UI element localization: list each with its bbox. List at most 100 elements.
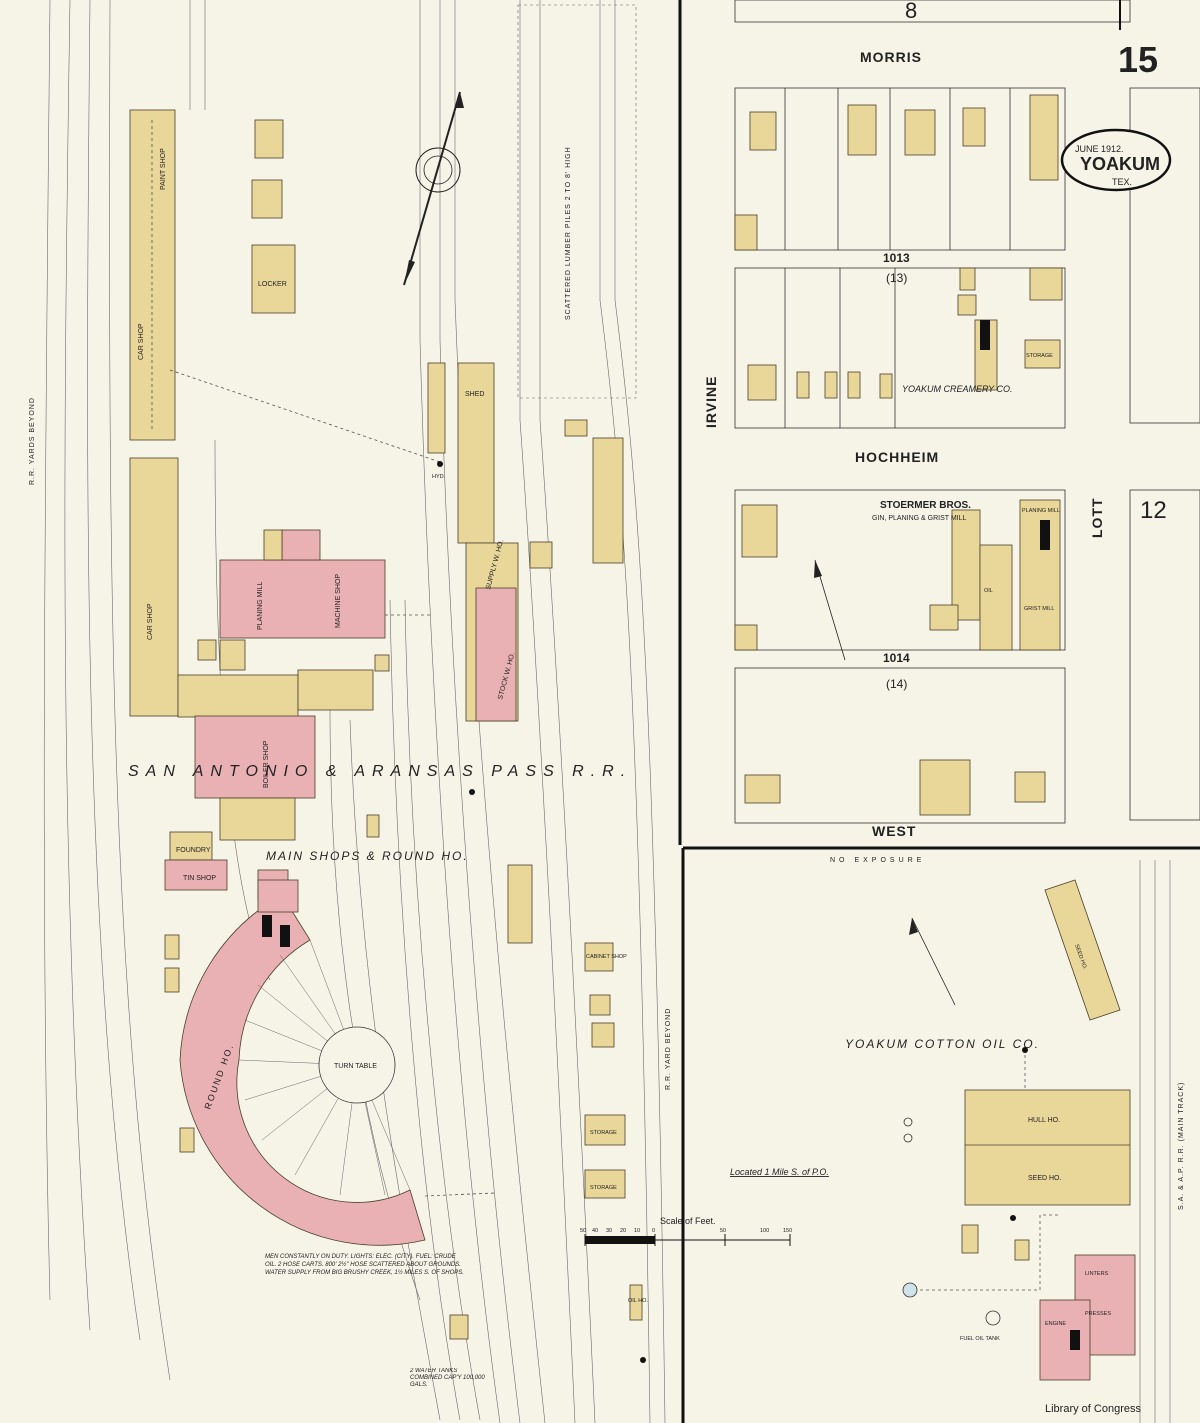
linters-label: LINTERS <box>1085 1271 1109 1277</box>
storage-2-label: STORAGE <box>590 1185 617 1191</box>
oil-label: OIL <box>984 588 993 594</box>
machine-shop-label: MACHINE SHOP <box>335 574 342 628</box>
seed-ho-label: SEED HO. <box>1028 1175 1062 1182</box>
hydrant-label: HYD. <box>432 474 446 480</box>
engine-label: ENGINE <box>1045 1321 1066 1327</box>
block-1013-sub: (13) <box>886 271 907 285</box>
title-town: YOAKUM <box>1080 154 1160 174</box>
block-1013 <box>734 267 1066 429</box>
fuel-oil-tank-label: FUEL OIL TANK <box>960 1336 1000 1342</box>
seed-house-building <box>1044 879 1121 1021</box>
boiler-shop-building <box>194 715 316 799</box>
locker-building <box>251 244 296 314</box>
cotton-oil-label: YOAKUM COTTON OIL CO. <box>845 1037 1040 1051</box>
boiler-shop-label: BOILER SHOP <box>263 740 270 788</box>
roundhouse <box>179 879 426 1246</box>
creamery-label: YOAKUM CREAMERY CO. <box>902 384 1013 394</box>
stoermer-sub-label: GIN, PLANING & GRIST MILL <box>872 515 967 522</box>
car-shop-building <box>129 109 176 441</box>
location-note: Located 1 Mile S. of P.O. <box>730 1167 829 1177</box>
railroad-note: MEN CONSTANTLY ON DUTY. LIGHTS: ELEC. (C… <box>265 1254 464 1276</box>
hull-ho-label: HULL HO. <box>1028 1117 1060 1124</box>
turntable-label: TURN TABLE <box>334 1063 377 1070</box>
scale-tick: 10 <box>634 1228 640 1234</box>
foundry-label: FOUNDRY <box>176 847 211 854</box>
foundry-building <box>169 831 213 861</box>
tin-shop-building <box>164 859 228 891</box>
tin-shop-label: TIN SHOP <box>183 875 216 882</box>
title-state: TEX. <box>1112 177 1132 187</box>
presses-label: PRESSES <box>1085 1311 1111 1317</box>
lumber-label: SCATTERED LUMBER PILES 2 TO 8' HIGH <box>565 146 572 320</box>
block-morris <box>734 87 1066 251</box>
block-1014 <box>734 667 1066 824</box>
planing-mill-building <box>219 559 386 639</box>
scale-tick: 20 <box>620 1228 626 1234</box>
street-irvine: IRVINE <box>703 376 719 428</box>
railroad-note-box: MEN CONSTANTLY ON DUTY. LIGHTS: ELEC. (C… <box>265 1254 464 1276</box>
railroad-subtitle: MAIN SHOPS & ROUND HO. <box>266 849 469 863</box>
library-stamp: Library of Congress <box>1045 1403 1141 1415</box>
pipes <box>169 369 1028 1363</box>
linters-presses-building <box>1039 1299 1091 1381</box>
block-1014-sub: (14) <box>886 677 907 691</box>
hull-seed-house-building <box>964 1089 1131 1206</box>
railroad-tracks <box>43 0 1171 1423</box>
grist-mill-label: GRIST MILL <box>1024 606 1054 612</box>
car-shop-2-building <box>129 457 179 717</box>
oil-ho-label: OIL HO. <box>628 1298 648 1304</box>
paint-shop-label: PAINT SHOP <box>160 148 167 190</box>
street-morris: MORRIS <box>860 49 922 65</box>
locker-label: LOCKER <box>258 281 287 288</box>
scale-tick: 100 <box>760 1228 769 1234</box>
street-west: WEST <box>872 823 916 839</box>
planing-mill-2-label: PLANING MILL <box>1022 508 1060 514</box>
shed-building <box>457 362 495 544</box>
street-hochheim: HOCHHEIM <box>855 449 939 465</box>
water-tanks-box: 2 WATER TANKS COMBINED CAP'Y 100,000 GAL… <box>410 1368 485 1388</box>
shed-label: SHED <box>465 391 484 398</box>
adjoining-sheet-top: 8 <box>905 0 917 23</box>
street-lott: LOTT <box>1089 497 1105 538</box>
stoermer-label: STOERMER BROS. <box>880 500 971 511</box>
block-1013-label: 1013 <box>883 251 910 265</box>
scale-tick: 50 <box>580 1228 586 1234</box>
railroad-main-track: S.A. & A.P. R.R. (MAIN TRACK) <box>1178 1082 1185 1210</box>
railroad-yards-left: R.R. YARDS BEYOND <box>29 397 36 485</box>
shop-buildings <box>129 109 643 1340</box>
no-exposure-top: NO EXPOSURE <box>830 857 925 864</box>
scale-tick: 50 <box>720 1228 726 1234</box>
block-stoermer <box>734 489 1066 651</box>
scale-tick: 30 <box>606 1228 612 1234</box>
map-labels: 15 8 12 JUNE 1912. YOAKUM TEX. MORRIS HO… <box>29 0 1185 1415</box>
cabinet-shop-label: CABINET SHOP <box>586 954 627 960</box>
car-shop-label: CAR SHOP <box>138 323 145 360</box>
storage-3-label: STORAGE <box>1026 353 1053 359</box>
scale-title: Scale of Feet. <box>660 1216 716 1226</box>
scale-tick: 40 <box>592 1228 598 1234</box>
railroad-yard-right: R.R. YARD BEYOND <box>665 1008 672 1090</box>
stoermer-gin-building <box>951 509 981 621</box>
compass-rose-icon <box>403 91 464 286</box>
block-1014-label: 1014 <box>883 651 910 665</box>
scale-tick: 0 <box>652 1228 655 1234</box>
scale-tick: 150 <box>783 1228 792 1234</box>
title-date: JUNE 1912. <box>1075 144 1124 154</box>
storage-1-label: STORAGE <box>590 1130 617 1136</box>
water-tanks-note: 2 WATER TANKS COMBINED CAP'Y 100,000 GAL… <box>410 1368 485 1388</box>
lumber-area <box>517 4 637 399</box>
sheet-number: 15 <box>1118 39 1158 80</box>
cabinet-shop-building <box>584 942 614 972</box>
turntable <box>318 1026 396 1104</box>
title-cartouche <box>1060 128 1172 192</box>
planing-mill-label: PLANING MILL <box>257 582 264 630</box>
town-blocks <box>734 0 1200 824</box>
scale-bar <box>584 1234 791 1246</box>
car-shop-2-label: CAR SHOP <box>147 603 154 640</box>
railroad-name: SAN ANTONIO & ARANSAS PASS R.R. <box>128 763 632 780</box>
stock-warehouse-building <box>475 587 517 722</box>
adjoining-sheet-right: 12 <box>1140 497 1167 524</box>
cotton-oil-plant <box>814 559 1136 1381</box>
